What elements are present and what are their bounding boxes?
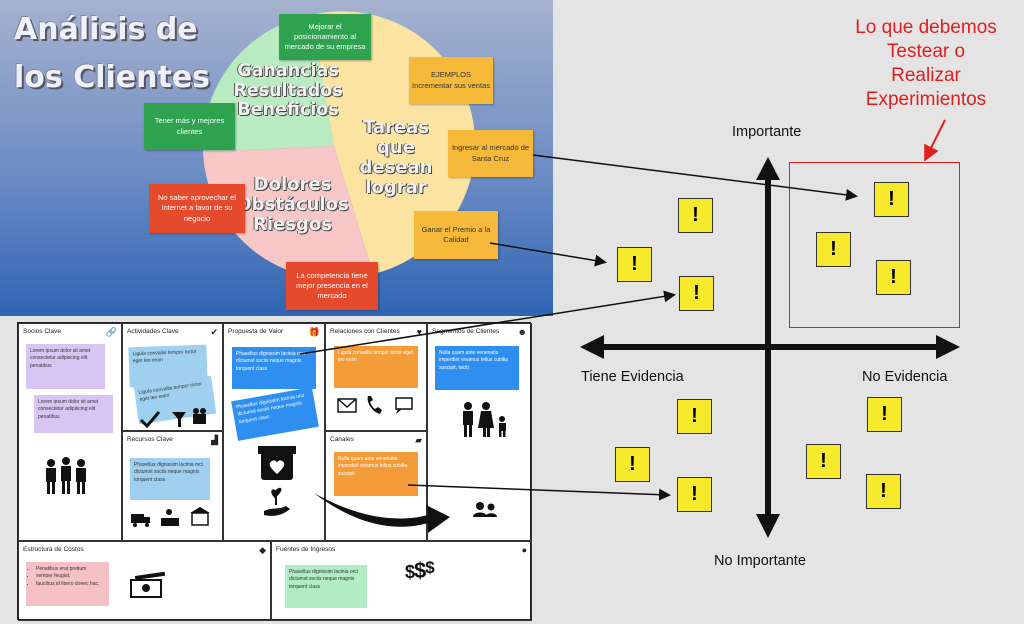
arrow-up-icon	[756, 157, 780, 180]
money-icon	[130, 571, 166, 598]
cell-relaciones-clientes: Relaciones con Clientes ♥ Ligula convall…	[325, 323, 427, 431]
warning-sticky: !	[874, 182, 909, 217]
ingresos-note-1: Phasellus dignissim lacinia orci dictums…	[285, 565, 367, 608]
cell-recursos-clave: Recursos Clave ▟ Phasellus dignissim lac…	[122, 431, 223, 541]
mail-icon	[337, 398, 357, 413]
resource-icons	[131, 507, 210, 527]
label-tiene-evidencia: Tiene Evidencia	[581, 369, 684, 385]
costos-item-2: semper feugiat,	[36, 573, 105, 580]
canales-note-1: Nulla quam ante venenatis imperdiet viva…	[334, 452, 418, 496]
note-premio: Ganar el Premio a la Calidad	[414, 211, 498, 259]
customers-icon	[473, 502, 497, 517]
activity-icons	[139, 408, 206, 429]
cell-canales: Canales ▰ Nulla quam ante venenatis impe…	[325, 431, 427, 541]
note-ejemplos: EJEMPLOS Incrementar sus ventas	[409, 57, 493, 104]
people-icon	[46, 457, 86, 494]
cell-propuesta-valor: Propuesta de Valor 🎁 Phasellus dignissim…	[223, 323, 325, 541]
label-no-importante: No Importante	[714, 553, 806, 569]
truck-icon	[131, 514, 144, 523]
check-circle-icon: ✔	[210, 327, 218, 337]
label-importante: Importante	[732, 124, 802, 140]
warning-sticky: !	[806, 444, 841, 479]
warning-sticky: !	[617, 247, 652, 282]
link-icon: 🔗	[105, 327, 117, 337]
actividades-title: Actividades Clave	[127, 328, 179, 335]
hand-plant-icon	[264, 506, 290, 516]
phone-icon	[367, 396, 382, 414]
arrow-right-icon	[936, 335, 960, 359]
socios-note-1: Lorem ipsum dolor sit amet consectetur a…	[26, 344, 105, 389]
warning-sticky: !	[866, 474, 901, 509]
warning-sticky: !	[867, 397, 902, 432]
pains-label: Dolores Obstáculos Riesgos	[236, 174, 349, 236]
ingresos-title: Fuentes de Ingresos	[276, 546, 336, 553]
gains-label: Ganancias Resultados Beneficios	[233, 61, 343, 121]
arrow-left-icon	[580, 335, 604, 359]
family-icon	[463, 402, 506, 437]
filter-icon	[172, 412, 186, 427]
customer-analysis-panel: Análisis de los Clientes Ganancias Resul…	[0, 0, 553, 316]
costos-note-1: Penatibus erat pretium semper feugiat, f…	[26, 562, 109, 606]
gift-heart-icon	[258, 446, 296, 516]
cell-fuentes-ingresos: Fuentes de Ingresos ● Phasellus dignissi…	[271, 541, 532, 621]
recursos-note-1: Phasellus dignissim lacinia orci dictums…	[130, 458, 210, 500]
checkmark-icon	[139, 411, 161, 429]
warning-sticky: !	[876, 260, 911, 295]
note-mejorar: Mejorar el posicionamiento al mercado de…	[279, 14, 371, 60]
note-tener: Tener más y mejores clientes	[144, 103, 235, 150]
warning-sticky: !	[816, 232, 851, 267]
pains-sector	[203, 146, 373, 280]
cell-estructura-costos: Estructura de Costos ◆ Penatibus erat pr…	[18, 541, 271, 621]
analysis-title-line2: los Clientes	[14, 60, 211, 95]
label-no-evidencia: No Evidencia	[862, 369, 948, 385]
analysis-title-line1: Análisis de	[14, 12, 198, 47]
note-competencia: La competencia tiene mejor presencia en …	[286, 262, 378, 310]
socios-title: Socios Clave	[23, 328, 61, 335]
callout-text: Lo que debemos Testear o Realizar Experi…	[855, 17, 997, 110]
contact-icons	[337, 396, 413, 414]
dollar-icons: $$$	[405, 558, 435, 583]
cell-actividades-clave: Actividades Clave ✔ Ligula convallis tem…	[122, 323, 223, 431]
cell-segmentos-clientes: Segmentos de Clientes ☻ Nulla quam ante …	[427, 323, 532, 541]
experiment-zone-box	[789, 162, 960, 328]
factory-icon: ▟	[211, 435, 218, 445]
warning-sticky: !	[677, 477, 712, 512]
chat-icon	[395, 397, 413, 410]
canales-title: Canales	[330, 436, 354, 443]
propuesta-title: Propuesta de Valor	[228, 328, 284, 335]
costos-item-3: faucibus id libero donec hac,	[36, 581, 105, 588]
warning-sticky: !	[615, 447, 650, 482]
recursos-title: Recursos Clave	[127, 436, 173, 443]
warning-sticky: !	[679, 276, 714, 311]
camera-icon	[193, 414, 206, 424]
callout-arrow	[924, 119, 946, 162]
socios-note-2: Lorem ipsum dolor sit amet consectetur a…	[34, 395, 113, 433]
cell-socios-clave: Socios Clave 🔗 Lorem ipsum dolor sit ame…	[18, 323, 122, 541]
costos-title: Estructura de Costos	[23, 546, 84, 553]
warning-sticky: !	[678, 198, 713, 233]
arrow-down-icon	[756, 514, 780, 538]
truck-small-icon: ▰	[415, 435, 422, 445]
podium-icon	[166, 509, 172, 515]
warning-sticky: !	[677, 399, 712, 434]
costos-item-1: Penatibus erat pretium	[36, 566, 105, 573]
money-bag-icon: ●	[521, 545, 527, 555]
business-model-canvas: Socios Clave 🔗 Lorem ipsum dolor sit ame…	[17, 322, 532, 621]
tasks-label: Tareas que desean lograr	[359, 117, 433, 199]
bank-icon	[191, 512, 209, 526]
note-no-saber: No saber aprovechar el Internet a favor …	[149, 184, 245, 233]
tag-icon: ◆	[259, 545, 266, 555]
note-ingresar: Ingresar al mercado de Santa Cruz	[448, 130, 533, 177]
